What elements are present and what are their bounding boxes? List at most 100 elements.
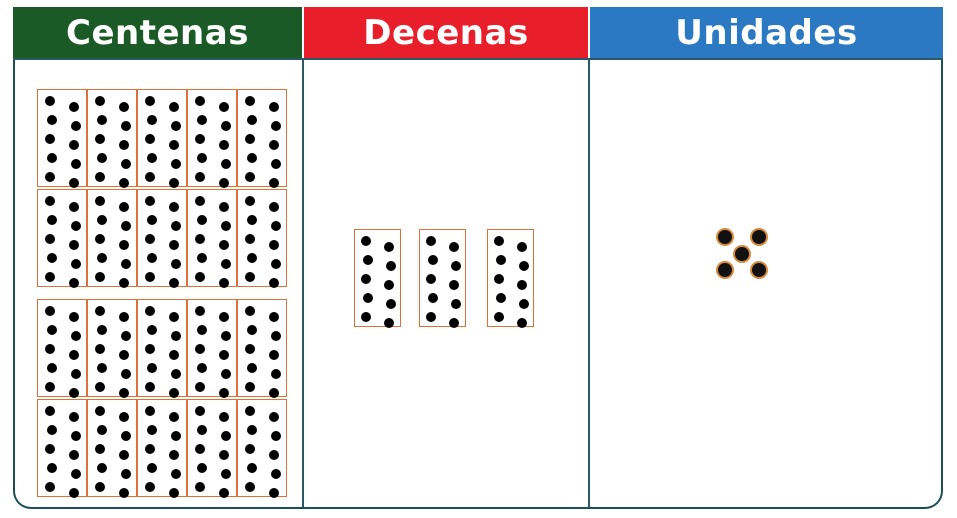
domino-dot <box>121 221 131 231</box>
domino-dot <box>221 431 231 441</box>
domino-dot <box>97 325 107 335</box>
domino-dot <box>121 159 131 169</box>
domino-dot <box>45 196 55 206</box>
domino-dot <box>195 444 205 454</box>
centena-block <box>187 299 237 397</box>
domino-dot <box>245 382 255 392</box>
domino-dot <box>271 331 281 341</box>
domino-dot <box>169 178 179 188</box>
domino-dot <box>171 121 181 131</box>
header-decenas: Decenas <box>304 7 588 58</box>
domino-dot <box>269 488 279 498</box>
domino-dot <box>245 134 255 144</box>
domino-dot <box>95 272 105 282</box>
domino-dot <box>71 331 81 341</box>
domino-dot <box>271 469 281 479</box>
domino-dot <box>171 159 181 169</box>
domino-dot <box>171 431 181 441</box>
domino-dot <box>269 350 279 360</box>
domino-dot <box>195 344 205 354</box>
domino-dot <box>219 450 229 460</box>
domino-dot <box>121 431 131 441</box>
domino-dot <box>384 280 394 290</box>
domino-dot <box>45 96 55 106</box>
domino-dot <box>219 202 229 212</box>
domino-dot <box>195 272 205 282</box>
centena-block <box>237 89 287 187</box>
domino-dot <box>169 102 179 112</box>
domino-dot <box>219 388 229 398</box>
domino-dot <box>95 444 105 454</box>
domino-dot <box>271 221 281 231</box>
domino-dot <box>171 331 181 341</box>
domino-dot <box>361 236 371 246</box>
domino-dot <box>171 369 181 379</box>
domino-dot <box>119 488 129 498</box>
header-unidades-label: Unidades <box>675 13 857 53</box>
domino-dot <box>221 221 231 231</box>
domino-dot <box>269 240 279 250</box>
domino-dot <box>95 172 105 182</box>
domino-dot <box>171 259 181 269</box>
domino-dot <box>517 318 527 328</box>
domino-dot <box>45 172 55 182</box>
domino-dot <box>245 234 255 244</box>
decena-block <box>487 229 534 327</box>
domino-dot <box>219 178 229 188</box>
domino-dot <box>147 363 157 373</box>
centena-block <box>137 89 187 187</box>
domino-dot <box>269 388 279 398</box>
centena-block <box>187 189 237 287</box>
domino-dot <box>71 121 81 131</box>
domino-dot <box>71 159 81 169</box>
domino-dot <box>119 312 129 322</box>
domino-dot <box>69 350 79 360</box>
domino-dot <box>147 425 157 435</box>
domino-dot <box>195 96 205 106</box>
domino-dot <box>428 293 438 303</box>
centena-block <box>137 399 187 497</box>
domino-dot <box>221 331 231 341</box>
header-centenas-label: Centenas <box>66 13 249 53</box>
domino-dot <box>247 215 257 225</box>
domino-dot <box>145 172 155 182</box>
centena-block <box>237 189 287 287</box>
domino-dot <box>269 412 279 422</box>
domino-dot <box>195 196 205 206</box>
header-divider <box>13 58 943 60</box>
domino-dot <box>121 121 131 131</box>
domino-dot <box>197 253 207 263</box>
domino-dot <box>197 425 207 435</box>
domino-dot <box>195 234 205 244</box>
domino-dot <box>47 325 57 335</box>
domino-dot <box>219 140 229 150</box>
domino-dot <box>95 306 105 316</box>
domino-dot <box>219 412 229 422</box>
domino-dot <box>47 215 57 225</box>
domino-dot <box>519 261 529 271</box>
domino-dot <box>169 350 179 360</box>
domino-dot <box>69 488 79 498</box>
domino-dot <box>197 153 207 163</box>
column-divider-1 <box>302 58 304 507</box>
domino-dot <box>221 369 231 379</box>
domino-dot <box>97 253 107 263</box>
domino-dot <box>69 102 79 112</box>
domino-dot <box>119 388 129 398</box>
decena-block <box>419 229 466 327</box>
domino-dot <box>47 463 57 473</box>
domino-dot <box>197 363 207 373</box>
domino-dot <box>119 202 129 212</box>
domino-dot <box>245 344 255 354</box>
centena-block <box>37 299 87 397</box>
domino-dot <box>386 261 396 271</box>
column-divider-2 <box>588 58 590 507</box>
domino-dot <box>221 259 231 269</box>
domino-dot <box>71 259 81 269</box>
domino-dot <box>219 350 229 360</box>
centena-block <box>137 189 187 287</box>
domino-dot <box>145 272 155 282</box>
domino-dot <box>171 221 181 231</box>
domino-dot <box>221 469 231 479</box>
domino-dot <box>71 469 81 479</box>
